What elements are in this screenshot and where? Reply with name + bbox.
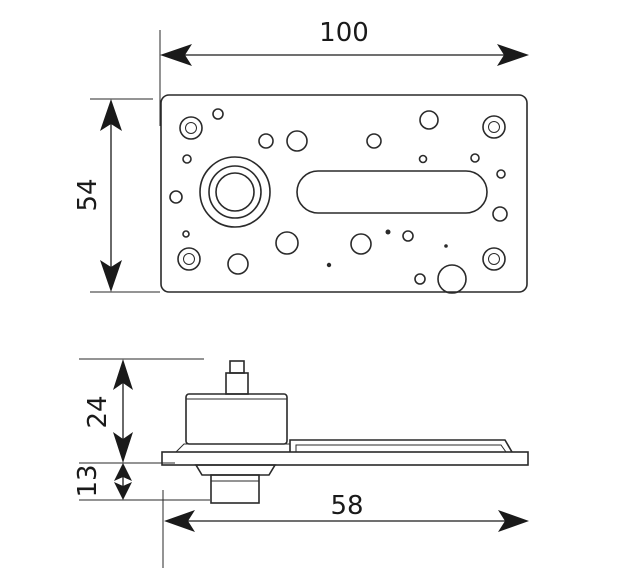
width-dimension: 100 xyxy=(160,18,529,66)
height-dim-label: 54 xyxy=(73,178,103,211)
pivot-boss xyxy=(199,156,271,228)
base-length-dimension: 58 xyxy=(164,491,529,532)
height-dimension: 54 xyxy=(73,99,122,292)
body-height-dimension: 24 xyxy=(83,359,133,463)
corner-holes xyxy=(177,115,506,271)
lower-height-dimension: 13 xyxy=(73,463,132,500)
slot xyxy=(296,170,488,214)
base-length-dim-label: 58 xyxy=(330,491,363,521)
side-view: 24 13 58 xyxy=(73,358,529,568)
top-view: 100 54 xyxy=(73,18,529,294)
lower-height-dim-label: 13 xyxy=(73,464,103,497)
plate-holes xyxy=(169,108,508,294)
lower-boss xyxy=(194,464,277,476)
width-dim-label: 100 xyxy=(319,18,369,48)
top-post xyxy=(225,372,249,395)
plate-outline xyxy=(160,94,528,293)
upper-body xyxy=(185,393,288,445)
base-plate xyxy=(161,451,529,466)
body-height-dim-label: 24 xyxy=(83,395,113,428)
